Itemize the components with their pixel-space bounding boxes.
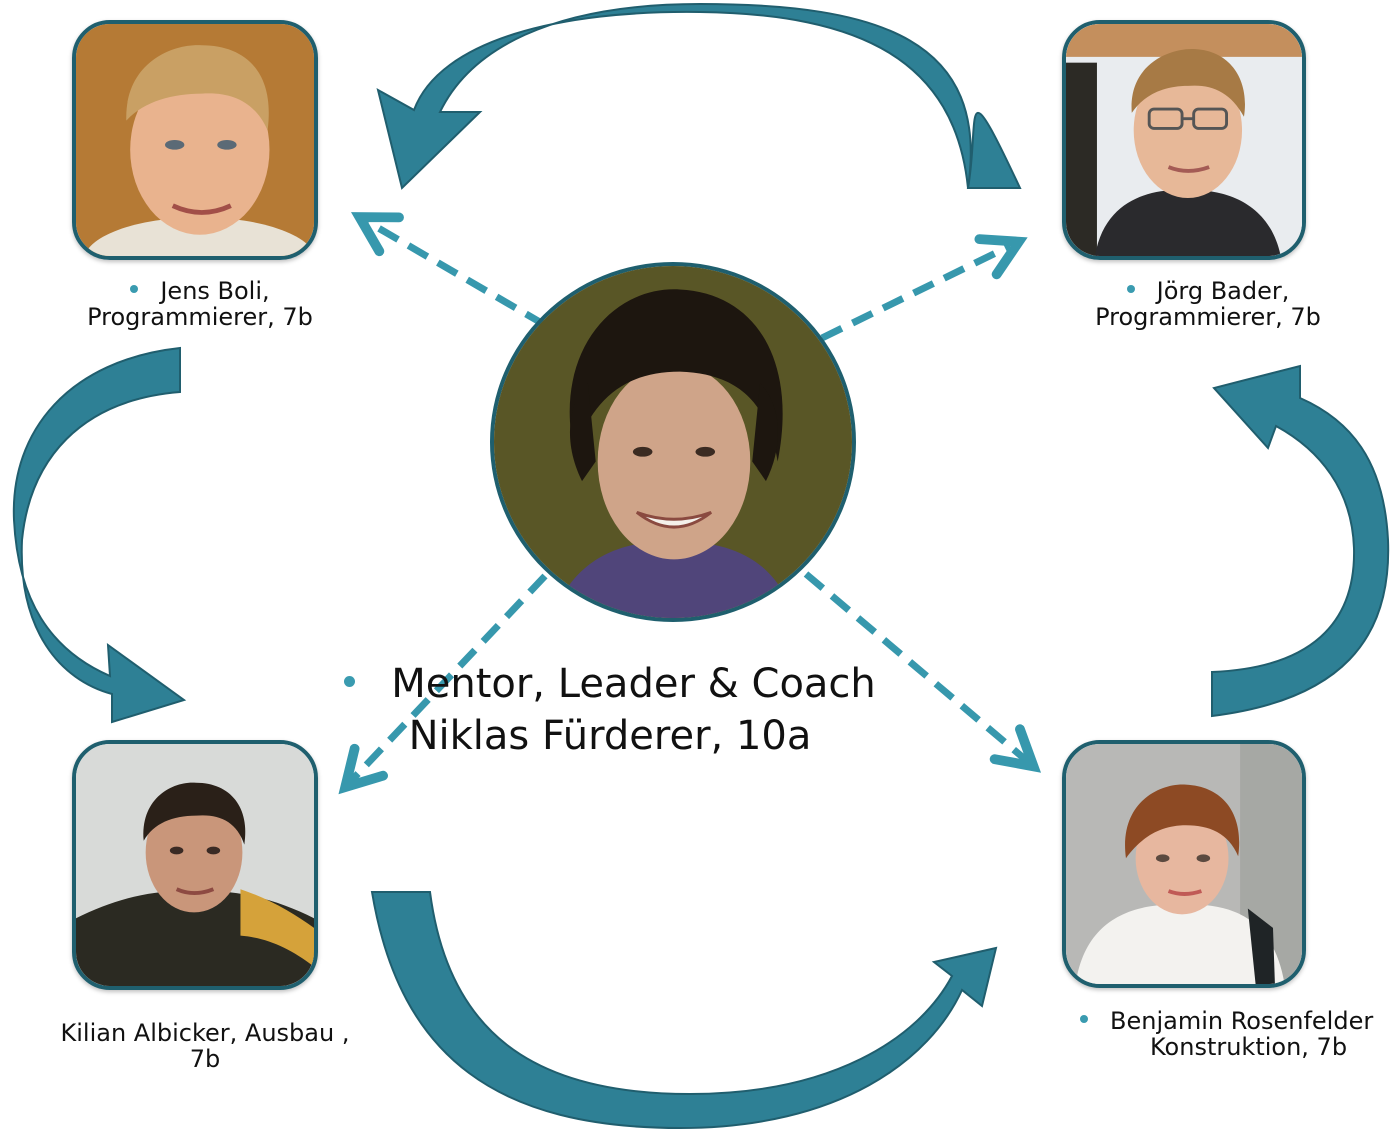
dashed-arrow-top-right bbox=[820, 246, 1010, 342]
caption-kilian-albicker: Kilian Albicker, Ausbau , 7b bbox=[30, 1020, 380, 1072]
curved-arrow-right bbox=[1211, 364, 1390, 718]
member-name: Benjamin Rosenfelder bbox=[1110, 1007, 1374, 1035]
member-role: Programmierer, 7b bbox=[87, 303, 313, 331]
member-name: Kilian Albicker, Ausbau , bbox=[60, 1019, 350, 1047]
bullet-icon bbox=[130, 285, 139, 293]
bullet-icon bbox=[1080, 1015, 1088, 1023]
curved-arrow-left bbox=[12, 346, 187, 724]
photo-benjamin-rosenfelder bbox=[1062, 740, 1306, 988]
dashed-arrow-top-left bbox=[368, 222, 547, 329]
curved-arrow-bottom bbox=[370, 891, 998, 1130]
photo-niklas-fuerderer bbox=[490, 262, 856, 622]
member-role: Programmierer, 7b bbox=[1095, 303, 1321, 331]
dashed-arrow-bottom-left bbox=[352, 573, 548, 780]
member-name: Jens Boli, bbox=[160, 277, 270, 305]
mentor-name: Niklas Fürderer, 10a bbox=[408, 713, 812, 759]
bullet-icon bbox=[1126, 285, 1135, 293]
member-name: Jörg Bader, bbox=[1156, 277, 1290, 305]
photo-kilian-albicker bbox=[72, 740, 318, 990]
member-role: 7b bbox=[189, 1045, 221, 1073]
curved-arrow-top bbox=[376, 2, 972, 190]
dashed-arrow-bottom-right bbox=[803, 571, 1026, 760]
caption-joerg-bader: Jörg Bader, Programmierer, 7b bbox=[1080, 278, 1336, 330]
mentor-caption: Mentor, Leader & Coach Niklas Fürderer, … bbox=[330, 658, 890, 762]
photo-joerg-bader bbox=[1062, 20, 1306, 260]
photo-jens-boli bbox=[72, 20, 318, 260]
bullet-icon bbox=[344, 675, 356, 687]
member-role: Konstruktion, 7b bbox=[1150, 1033, 1348, 1061]
caption-benjamin-rosenfelder: Benjamin Rosenfelder Konstruktion, 7b bbox=[1080, 1008, 1392, 1060]
mentor-title: Mentor, Leader & Coach bbox=[391, 661, 876, 707]
caption-jens-boli: Jens Boli, Programmierer, 7b bbox=[74, 278, 326, 330]
